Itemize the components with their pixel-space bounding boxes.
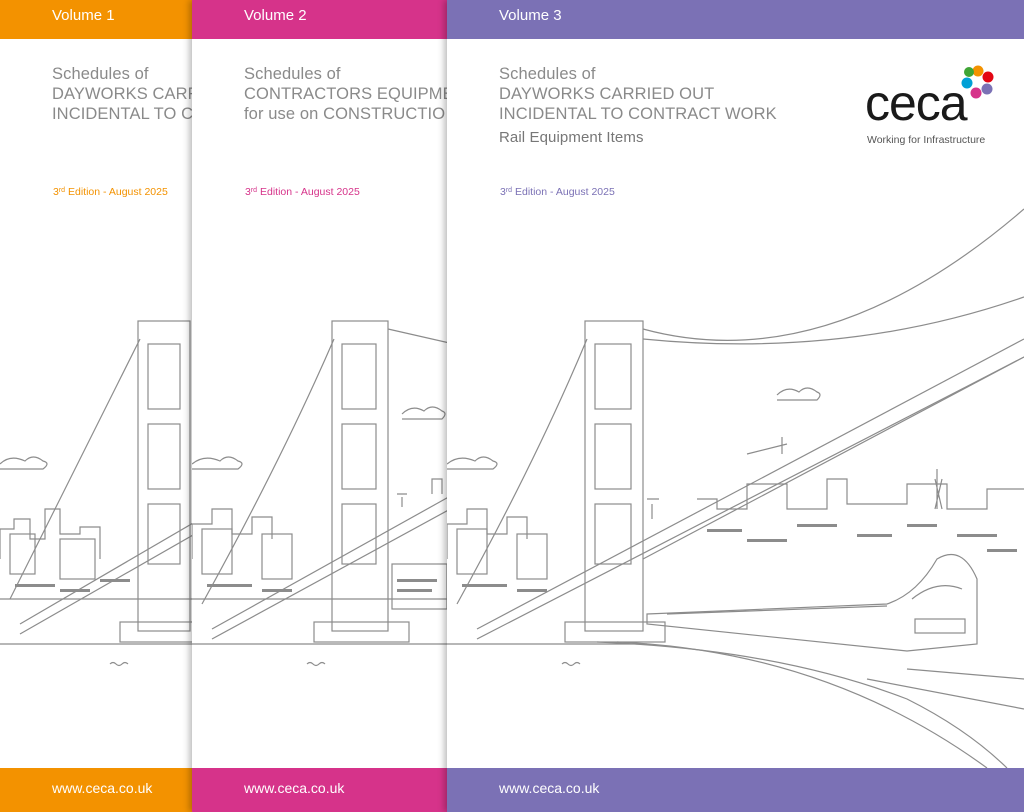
cover-title: Schedules of CONTRACTORS EQUIPME for use… xyxy=(244,64,454,124)
title-line: DAYWORKS CARR xyxy=(52,85,200,103)
volume-3-header: Volume 3 xyxy=(447,0,1024,39)
title-line: DAYWORKS CARRIED OUT xyxy=(499,85,715,103)
cover-volume-3[interactable]: Volume 3 Schedules of DAYWORKS CARRIED O… xyxy=(447,0,1024,812)
volume-label: Volume 1 xyxy=(52,7,115,24)
title-line: for use on CONSTRUCTIO xyxy=(244,105,446,123)
volume-1-header: Volume 1 xyxy=(0,0,200,39)
cover-title: Schedules of DAYWORKS CARR INCIDENTAL TO… xyxy=(52,64,200,124)
cover-volume-1[interactable]: Volume 1 Schedules of DAYWORKS CARR INCI… xyxy=(0,0,200,812)
edition-label: 3rd Edition - August 2025 xyxy=(53,186,168,198)
logo-wordmark: ceca xyxy=(865,75,968,131)
title-line: INCIDENTAL TO C xyxy=(52,105,194,123)
website-link[interactable]: www.ceca.co.uk xyxy=(52,780,153,796)
bridge-illustration-icon xyxy=(0,320,200,667)
volume-label: Volume 3 xyxy=(499,7,562,24)
edition-label: 3rd Edition - August 2025 xyxy=(500,186,615,198)
bridge-train-illustration-icon xyxy=(447,208,1024,768)
title-line: CONTRACTORS EQUIPME xyxy=(244,85,454,103)
bridge-illustration-icon xyxy=(192,320,454,667)
volume-2-header: Volume 2 xyxy=(192,0,454,39)
website-link[interactable]: www.ceca.co.uk xyxy=(499,780,600,796)
ceca-logo[interactable]: ceca Working for Infrastructure xyxy=(865,64,1005,154)
cover-subtitle: Rail Equipment Items xyxy=(499,129,644,146)
volume-label: Volume 2 xyxy=(244,7,307,24)
title-line: Schedules of xyxy=(52,65,149,83)
volume-1-footer: www.ceca.co.uk xyxy=(0,768,200,812)
volume-3-footer: www.ceca.co.uk xyxy=(447,768,1024,812)
volume-2-footer: www.ceca.co.uk xyxy=(192,768,454,812)
edition-label: 3rd Edition - August 2025 xyxy=(245,186,360,198)
title-line: Schedules of xyxy=(499,65,596,83)
website-link[interactable]: www.ceca.co.uk xyxy=(244,780,345,796)
title-line: INCIDENTAL TO CONTRACT WORK xyxy=(499,105,777,123)
logo-tagline: Working for Infrastructure xyxy=(867,134,986,146)
ceca-logo-dots-icon xyxy=(961,65,994,99)
title-line: Schedules of xyxy=(244,65,341,83)
cover-title: Schedules of DAYWORKS CARRIED OUT INCIDE… xyxy=(499,64,777,148)
cover-volume-2[interactable]: Volume 2 Schedules of CONTRACTORS EQUIPM… xyxy=(192,0,454,812)
